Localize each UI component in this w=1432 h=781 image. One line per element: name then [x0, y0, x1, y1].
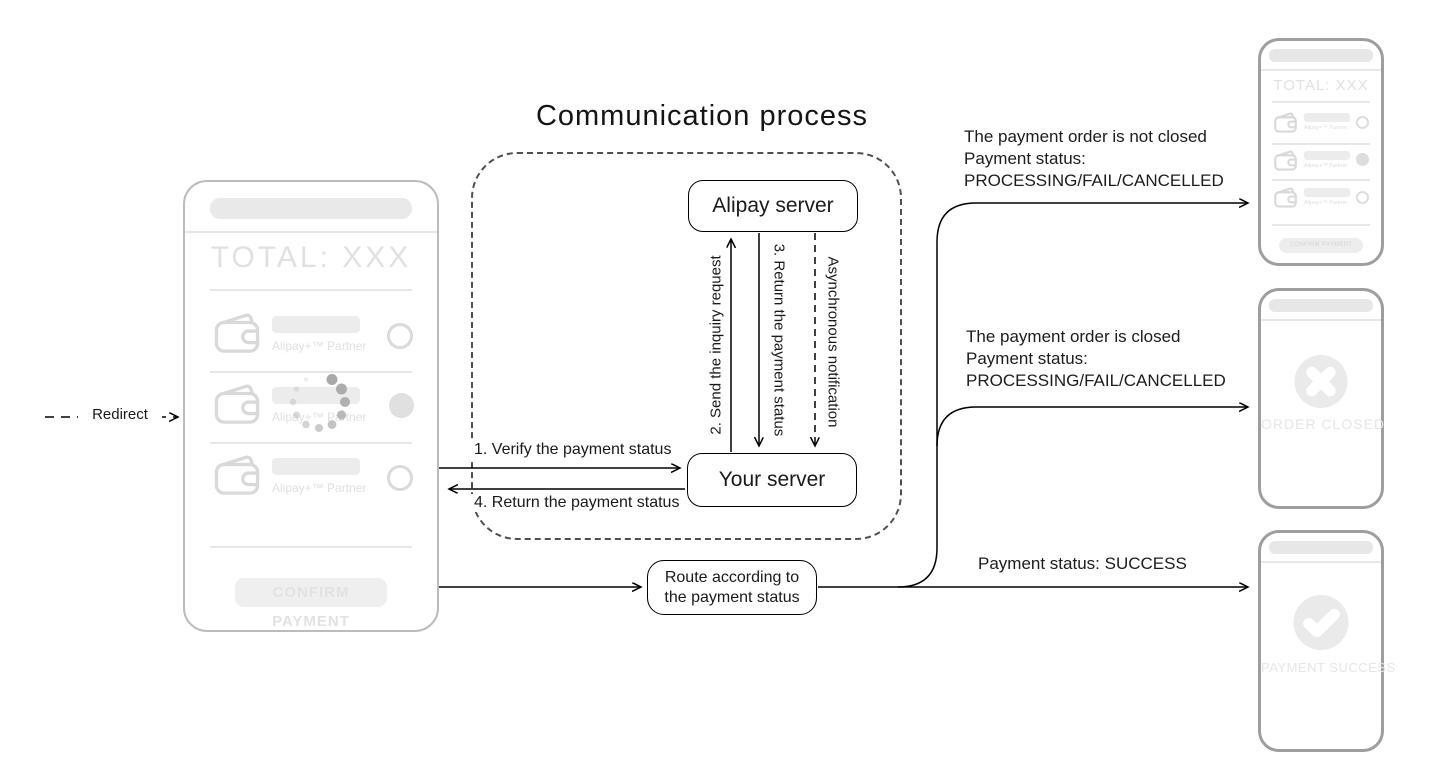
result-phone-success: PAYMENT SUCCESS	[1258, 530, 1396, 752]
partner-caption: Alipay+™ Partner	[1304, 200, 1348, 206]
outcome-not-closed-line2: Payment status:	[964, 149, 1086, 168]
radio-selected-icon	[1356, 153, 1369, 166]
divider	[1261, 69, 1381, 71]
outcome-closed-line2: Payment status:	[966, 349, 1088, 368]
partner-caption: Alipay+™ Partner	[1304, 163, 1348, 169]
cross-icon	[1306, 366, 1336, 397]
outcome-closed: The payment order is closed Payment stat…	[966, 326, 1226, 392]
step4-label: 4. Return the payment status	[471, 494, 683, 512]
outcome-closed-line1: The payment order is closed	[966, 327, 1181, 346]
checkout-total: TOTAL: XXX	[210, 241, 412, 274]
partner-caption: Alipay+™ Partner	[1304, 125, 1348, 131]
payment-option-row-3: Alipay+™ Partner	[1273, 184, 1372, 215]
outcome-success: Payment status: SUCCESS	[978, 553, 1187, 575]
route-to-pending-arrow	[897, 203, 1248, 588]
redirect-label: Redirect	[78, 406, 162, 423]
wallet-icon	[214, 313, 260, 353]
partner-caption: Alipay+™ Partner	[272, 481, 367, 495]
phone-header-bar	[1269, 541, 1373, 554]
outcome-not-closed-line3: PROCESSING/FAIL/CANCELLED	[964, 171, 1224, 190]
divider	[1272, 179, 1370, 181]
check-icon	[1303, 608, 1340, 638]
payment-option-row-3: Alipay+™ Partner	[212, 450, 415, 508]
async-label: Asynchronous notification	[824, 256, 842, 428]
divider	[185, 231, 437, 233]
option-name-placeholder	[272, 316, 360, 333]
radio-unselected-icon	[387, 465, 413, 491]
divider	[1272, 143, 1370, 145]
partner-caption: Alipay+™ Partner	[272, 339, 367, 353]
phone-header-bar	[1269, 49, 1373, 62]
result-phone-closed: ORDER CLOSED	[1258, 288, 1384, 509]
pending-total: TOTAL: XXX	[1273, 77, 1369, 94]
checkout-phone: TOTAL: XXX Alipay+™ Partner Alipay+™ Par…	[183, 180, 439, 632]
route-label: Route according to the payment status	[664, 568, 800, 606]
wallet-icon	[1274, 187, 1297, 208]
divider	[1272, 224, 1370, 226]
route-to-closed-arrow	[936, 407, 1248, 447]
order-closed-label: ORDER CLOSED	[1261, 416, 1386, 432]
confirm-payment-button: CONFIRM PAYMENT	[1279, 238, 1363, 253]
divider	[210, 442, 412, 444]
wallet-icon	[214, 455, 260, 495]
wallet-icon	[214, 384, 260, 424]
loading-spinner-icon	[289, 374, 350, 432]
phone-header-bar	[1269, 299, 1373, 312]
payment-option-row-2: Alipay+™ Partner	[1273, 147, 1372, 178]
divider	[1261, 319, 1381, 321]
outcome-not-closed: The payment order is not closed Payment …	[964, 126, 1224, 192]
option-name-placeholder	[1304, 188, 1350, 197]
your-server-label: Your server	[718, 468, 826, 491]
alipay-server-box: Alipay server	[688, 180, 858, 232]
payment-success-circle	[1293, 595, 1349, 650]
divider	[210, 371, 412, 373]
payment-option-row-1: Alipay+™ Partner	[212, 308, 415, 366]
alipay-server-label: Alipay server	[712, 194, 834, 217]
divider	[210, 546, 412, 548]
result-phone-pending: TOTAL: XXX Alipay+™ Partner Alipay+™ Par…	[1258, 38, 1384, 266]
diagram-title: Communication process	[535, 100, 869, 132]
option-name-placeholder	[272, 458, 360, 475]
step1-label: 1. Verify the payment status	[471, 441, 675, 459]
step2-label: 2. Send the inquiry request	[707, 255, 725, 435]
wallet-icon	[1274, 112, 1297, 133]
outcome-success-line1: Payment status: SUCCESS	[978, 554, 1187, 573]
radio-selected-icon	[389, 393, 414, 418]
payment-success-label: PAYMENT SUCCESS	[1261, 660, 1396, 675]
confirm-payment-button: CONFIRM PAYMENT	[235, 578, 387, 630]
option-name-placeholder	[1304, 151, 1350, 160]
step3-label: 3. Return the payment status	[770, 243, 788, 437]
radio-unselected-icon	[387, 323, 413, 349]
route-box: Route according to the payment status	[647, 560, 817, 615]
divider	[210, 289, 412, 291]
your-server-box: Your server	[687, 453, 857, 507]
checkout-phone-header-bar	[210, 198, 412, 219]
radio-unselected-icon	[1356, 116, 1369, 129]
divider	[1261, 561, 1381, 563]
communication-process-boundary	[471, 152, 902, 540]
divider	[1272, 101, 1370, 103]
order-closed-circle	[1294, 355, 1348, 408]
payment-option-row-1: Alipay+™ Partner	[1273, 109, 1372, 140]
wallet-icon	[1274, 150, 1297, 171]
outcome-not-closed-line1: The payment order is not closed	[964, 127, 1207, 146]
option-name-placeholder	[1304, 113, 1350, 122]
radio-unselected-icon	[1356, 191, 1369, 204]
outcome-closed-line3: PROCESSING/FAIL/CANCELLED	[966, 371, 1226, 390]
